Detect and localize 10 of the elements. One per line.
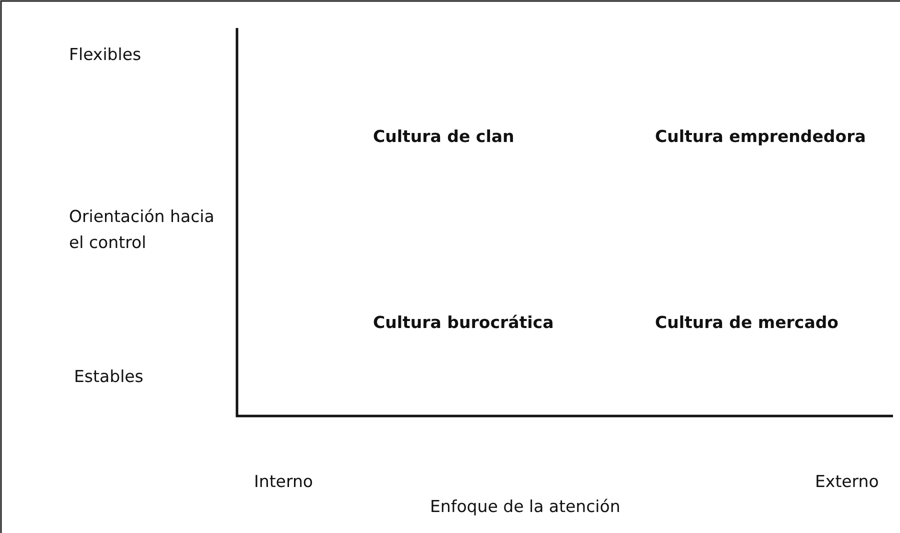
axis-label: Externo (815, 471, 879, 493)
axis-label: Interno (254, 471, 313, 493)
axis-label: Estables (74, 366, 144, 388)
quadrant-label: Cultura emprendedora (655, 126, 866, 148)
axis-title: Enfoque de la atención (430, 496, 620, 518)
axis-label: Flexibles (69, 44, 142, 66)
quadrant-label: Cultura de clan (373, 126, 514, 148)
axis-title: Orientación hacia el control (69, 206, 216, 254)
quadrant-label: Cultura burocrática (373, 312, 554, 334)
quadrant-label: Cultura de mercado (655, 312, 838, 334)
